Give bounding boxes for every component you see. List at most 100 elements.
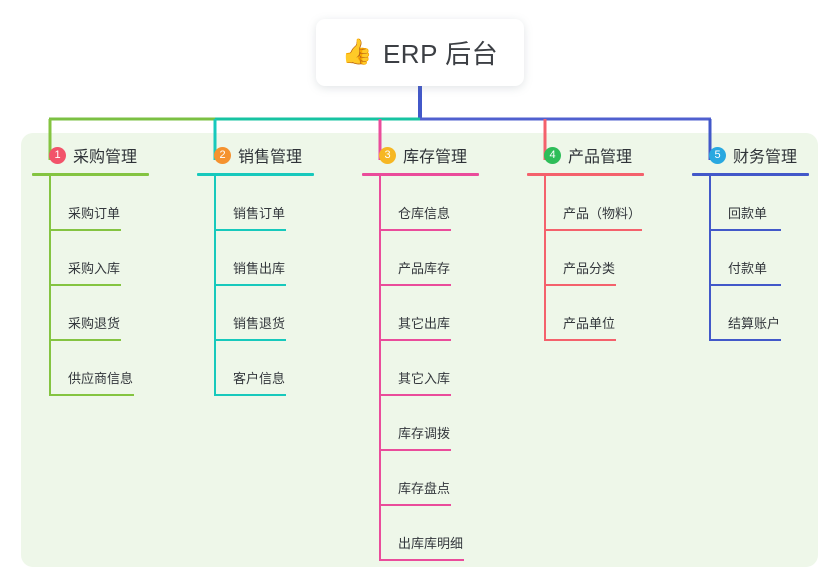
branch-item-label: 产品分类 bbox=[563, 261, 616, 276]
branch-item-list: 销售订单销售出库销售退货客户信息 bbox=[197, 176, 314, 396]
branch-item[interactable]: 库存盘点 bbox=[362, 451, 479, 506]
branch-item-label: 出库库明细 bbox=[398, 536, 464, 551]
branch-item[interactable]: 付款单 bbox=[692, 231, 809, 286]
branch-spine bbox=[544, 176, 546, 341]
branch-item-label: 仓库信息 bbox=[398, 206, 451, 221]
branch-title: 财务管理 bbox=[733, 149, 798, 166]
branch-item-underline bbox=[214, 284, 286, 286]
branch-header[interactable]: 3 库存管理 bbox=[362, 144, 479, 166]
branch-header[interactable]: 4 产品管理 bbox=[527, 144, 644, 166]
branch-title: 库存管理 bbox=[403, 149, 468, 166]
branch-item-underline bbox=[379, 504, 451, 506]
branch-header[interactable]: 2 销售管理 bbox=[197, 144, 314, 166]
branch-item[interactable]: 供应商信息 bbox=[32, 341, 149, 396]
branch-item[interactable]: 库存调拨 bbox=[362, 396, 479, 451]
branch-title: 采购管理 bbox=[73, 149, 138, 166]
branch-item-label: 采购入库 bbox=[68, 261, 121, 276]
branch-item-label: 产品单位 bbox=[563, 316, 616, 331]
branch-item-label: 销售订单 bbox=[233, 206, 286, 221]
branch-item-label: 其它出库 bbox=[398, 316, 451, 331]
branch-item-label: 回款单 bbox=[728, 206, 768, 221]
branch-header[interactable]: 1 采购管理 bbox=[32, 144, 149, 166]
branch-item-underline bbox=[49, 284, 121, 286]
branch-title: 销售管理 bbox=[238, 149, 303, 166]
branch-item-underline bbox=[49, 339, 121, 341]
branch-number-badge: 4 bbox=[544, 146, 561, 164]
branch-number-badge: 1 bbox=[49, 146, 66, 164]
branch-item-label: 销售出库 bbox=[233, 261, 286, 276]
branch-title-underline bbox=[197, 173, 314, 176]
branch-item-label: 供应商信息 bbox=[68, 371, 134, 386]
branch-item-label: 库存调拨 bbox=[398, 426, 451, 441]
diagram-background-panel bbox=[21, 133, 818, 567]
branch-number-badge: 2 bbox=[214, 146, 231, 164]
branch-item-underline bbox=[709, 339, 781, 341]
root-node[interactable]: 👍 ERP 后台 bbox=[316, 19, 524, 86]
branch-item[interactable]: 采购订单 bbox=[32, 176, 149, 231]
branch-item[interactable]: 销售出库 bbox=[197, 231, 314, 286]
branch-spine bbox=[214, 176, 216, 396]
branch-item-label: 销售退货 bbox=[233, 316, 286, 331]
root-node-label: ERP 后台 bbox=[382, 39, 499, 69]
branch-item-underline bbox=[49, 229, 121, 231]
branch-column: 2 销售管理销售订单销售出库销售退货客户信息 bbox=[197, 144, 314, 396]
branch-item-label: 客户信息 bbox=[233, 371, 286, 386]
branch-item-underline bbox=[379, 229, 451, 231]
branch-item[interactable]: 结算账户 bbox=[692, 286, 809, 341]
branch-item[interactable]: 产品单位 bbox=[527, 286, 644, 341]
branch-item[interactable]: 采购入库 bbox=[32, 231, 149, 286]
branch-spine bbox=[709, 176, 711, 341]
branch-item-label: 产品（物料） bbox=[563, 206, 642, 221]
branch-item-underline bbox=[379, 559, 464, 561]
branch-title: 产品管理 bbox=[568, 149, 633, 166]
branch-item[interactable]: 其它入库 bbox=[362, 341, 479, 396]
branch-item[interactable]: 产品库存 bbox=[362, 231, 479, 286]
branch-column: 5 财务管理回款单付款单结算账户 bbox=[692, 144, 809, 341]
branch-item-underline bbox=[709, 229, 781, 231]
branch-column: 4 产品管理产品（物料） 产品分类产品单位 bbox=[527, 144, 644, 341]
branch-item[interactable]: 仓库信息 bbox=[362, 176, 479, 231]
thumbs-up-icon: 👍 bbox=[341, 38, 373, 66]
branch-item-label: 结算账户 bbox=[728, 316, 781, 331]
branch-item-underline bbox=[544, 229, 642, 231]
branch-item-underline bbox=[379, 449, 451, 451]
branch-number-badge: 3 bbox=[379, 146, 396, 164]
branch-item-underline bbox=[544, 339, 616, 341]
branch-item-underline bbox=[214, 339, 286, 341]
branch-column: 1 采购管理采购订单采购入库采购退货供应商信息 bbox=[32, 144, 149, 396]
branch-item-list: 产品（物料） 产品分类产品单位 bbox=[527, 176, 644, 341]
branch-item-underline bbox=[214, 229, 286, 231]
branch-item-underline bbox=[379, 284, 451, 286]
branch-item-list: 回款单付款单结算账户 bbox=[692, 176, 809, 341]
branch-item[interactable]: 回款单 bbox=[692, 176, 809, 231]
branch-item-underline bbox=[49, 394, 134, 396]
branch-item-underline bbox=[379, 394, 451, 396]
branch-item-underline bbox=[544, 284, 616, 286]
branch-header[interactable]: 5 财务管理 bbox=[692, 144, 809, 166]
branch-title-underline bbox=[32, 173, 149, 176]
branch-item-list: 采购订单采购入库采购退货供应商信息 bbox=[32, 176, 149, 396]
branch-column: 3 库存管理仓库信息产品库存其它出库其它入库库存调拨库存盘点出库库明细 bbox=[362, 144, 479, 561]
branch-item-label: 采购退货 bbox=[68, 316, 121, 331]
branch-item-underline bbox=[709, 284, 781, 286]
branch-item[interactable]: 客户信息 bbox=[197, 341, 314, 396]
branch-item[interactable]: 销售退货 bbox=[197, 286, 314, 341]
branch-item[interactable]: 销售订单 bbox=[197, 176, 314, 231]
branch-item[interactable]: 其它出库 bbox=[362, 286, 479, 341]
branch-item-underline bbox=[379, 339, 451, 341]
branch-item[interactable]: 采购退货 bbox=[32, 286, 149, 341]
branch-item[interactable]: 产品分类 bbox=[527, 231, 644, 286]
branch-item-label: 采购订单 bbox=[68, 206, 121, 221]
branch-spine bbox=[379, 176, 381, 561]
branch-title-underline bbox=[692, 173, 809, 176]
branch-title-underline bbox=[527, 173, 644, 176]
branch-item-label: 库存盘点 bbox=[398, 481, 451, 496]
branch-number-badge: 5 bbox=[709, 146, 726, 164]
branch-title-underline bbox=[362, 173, 479, 176]
branch-item[interactable]: 产品（物料） bbox=[527, 176, 644, 231]
branch-item-label: 产品库存 bbox=[398, 261, 451, 276]
branch-item[interactable]: 出库库明细 bbox=[362, 506, 479, 561]
branch-item-list: 仓库信息产品库存其它出库其它入库库存调拨库存盘点出库库明细 bbox=[362, 176, 479, 561]
branch-spine bbox=[49, 176, 51, 396]
